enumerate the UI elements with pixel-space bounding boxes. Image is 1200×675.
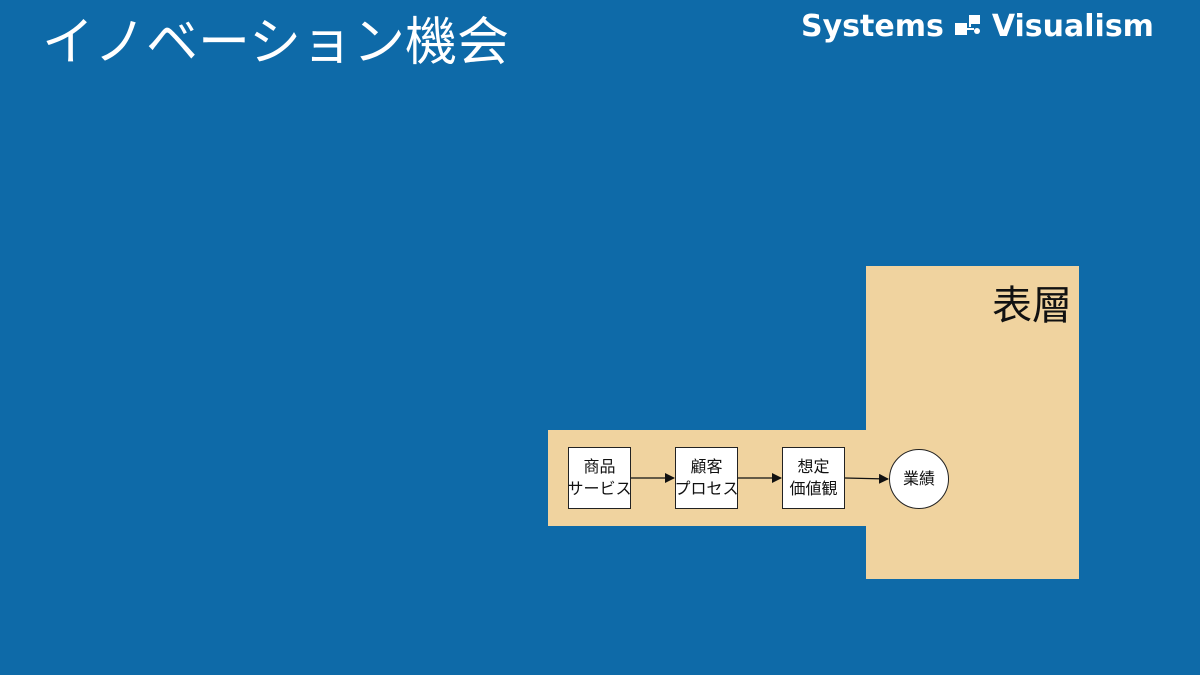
brand-name-right: Visualism [991, 8, 1154, 44]
customer-process-line-2: プロセス [674, 479, 739, 498]
brand-logo: Systems Visualism [801, 8, 1191, 44]
arrow-assumed-value-to-performance [844, 473, 889, 484]
assumed-value-line-2: 価値観 [789, 479, 838, 498]
brand-name-left: Systems [801, 8, 944, 44]
assumed-value-box: 想定 価値観 [782, 447, 845, 509]
customer-process-line-1: 顧客 [690, 457, 723, 476]
systems-visualism-logo-icon [954, 15, 980, 35]
customer-process-box: 顧客 プロセス [674, 447, 739, 509]
product-service-line-2: サービス [567, 479, 632, 498]
assumed-value-line-1: 想定 [797, 457, 830, 476]
edge-layer [631, 473, 889, 484]
page-title: イノベーション機会 [42, 13, 509, 73]
surface-layer-label: 表層 [992, 283, 1072, 329]
product-service-line-1: 商品 [583, 457, 616, 476]
performance-label: 業績 [902, 469, 935, 488]
performance-circle: 業績 [889, 449, 949, 509]
product-service-box: 商品 サービス [567, 447, 632, 509]
